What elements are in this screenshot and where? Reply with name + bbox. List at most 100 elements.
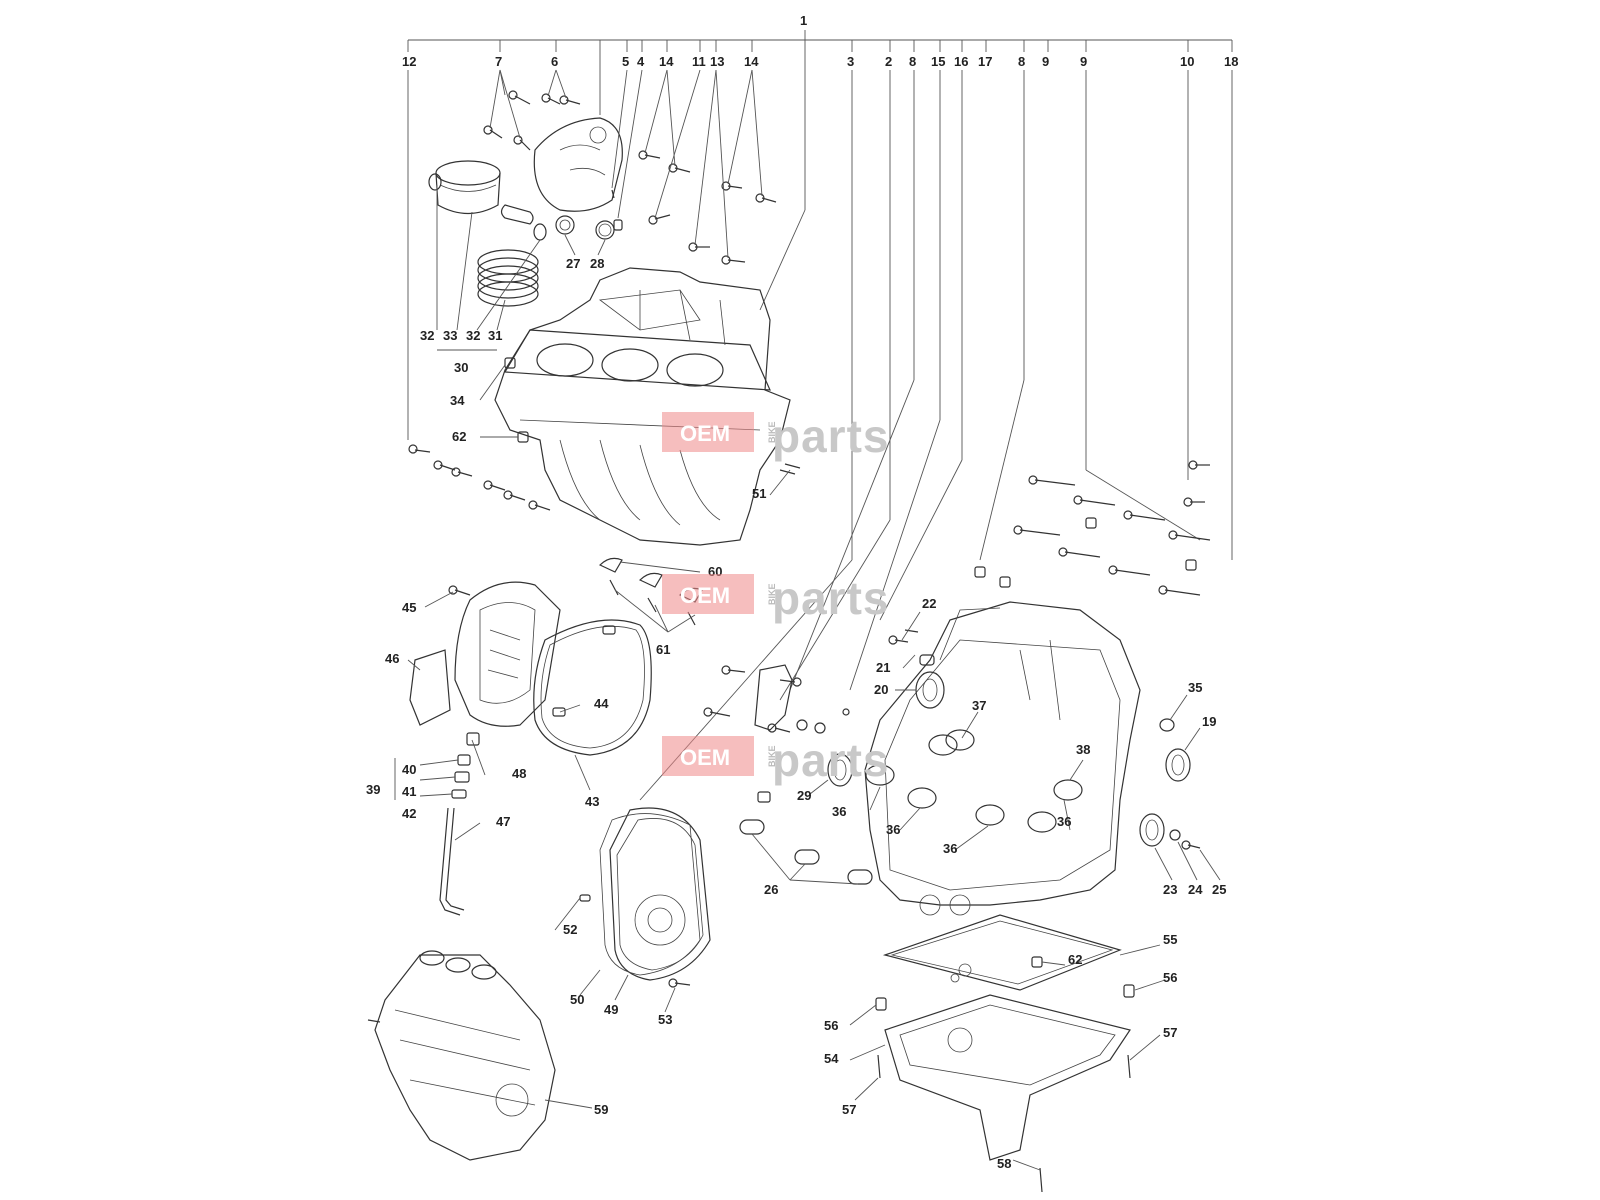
main-bearing-shells bbox=[865, 729, 1083, 833]
label-29: 29 bbox=[797, 788, 811, 803]
label-44: 44 bbox=[594, 696, 609, 711]
label-57b: 57 bbox=[842, 1102, 856, 1117]
watermark-parts: parts bbox=[772, 572, 889, 624]
label-36c: 36 bbox=[943, 841, 957, 856]
dipstick-assembly bbox=[439, 732, 480, 916]
label-4: 4 bbox=[637, 54, 645, 69]
cylinder-block bbox=[494, 267, 791, 546]
label-19: 19 bbox=[1202, 714, 1216, 729]
label-32b: 32 bbox=[466, 328, 480, 343]
label-36d: 36 bbox=[1057, 814, 1071, 829]
label-43: 43 bbox=[585, 794, 599, 809]
label-15: 15 bbox=[931, 54, 945, 69]
label-27: 27 bbox=[566, 256, 580, 271]
crankcase-bolts-right bbox=[974, 460, 1211, 596]
label-55: 55 bbox=[1163, 932, 1177, 947]
label-6: 6 bbox=[551, 54, 558, 69]
label-56a: 56 bbox=[1163, 970, 1177, 985]
o-rings-26 bbox=[739, 791, 873, 885]
watermark-oem: OEM bbox=[680, 421, 730, 446]
oil-pan-plug bbox=[1031, 956, 1043, 968]
label-8a: 8 bbox=[909, 54, 916, 69]
seal-rings bbox=[555, 215, 615, 240]
piston-pin bbox=[500, 204, 534, 225]
label-11: 11 bbox=[692, 54, 706, 69]
oil-seal-29 bbox=[827, 753, 853, 787]
center-bearing-cap bbox=[703, 664, 826, 734]
label-40: 40 bbox=[402, 762, 416, 777]
label-38: 38 bbox=[1076, 742, 1090, 757]
label-24: 24 bbox=[1188, 882, 1203, 897]
label-36a: 36 bbox=[832, 804, 846, 819]
label-14b: 14 bbox=[744, 54, 759, 69]
label-32a: 32 bbox=[420, 328, 434, 343]
label-31: 31 bbox=[488, 328, 502, 343]
side-bolts-left bbox=[408, 444, 551, 511]
watermark-2: OEM BIKE parts bbox=[662, 572, 889, 624]
label-7: 7 bbox=[495, 54, 502, 69]
label-3: 3 bbox=[847, 54, 854, 69]
label-14a: 14 bbox=[659, 54, 674, 69]
label-41: 41 bbox=[402, 784, 416, 799]
label-33: 33 bbox=[443, 328, 457, 343]
label-62b: 62 bbox=[1068, 952, 1082, 967]
label-9b: 9 bbox=[1080, 54, 1087, 69]
watermark-bike: BIKE bbox=[767, 745, 777, 767]
label-61: 61 bbox=[656, 642, 670, 657]
label-22: 22 bbox=[922, 596, 936, 611]
crankcase-right-parts bbox=[1139, 718, 1201, 850]
oil-pan-gasket bbox=[882, 914, 1122, 991]
oil-pan bbox=[875, 984, 1135, 1193]
label-36b: 36 bbox=[886, 822, 900, 837]
oil-jet-clips bbox=[598, 557, 703, 626]
label-51: 51 bbox=[752, 486, 766, 501]
clutch-cover bbox=[409, 581, 561, 727]
label-49: 49 bbox=[604, 1002, 618, 1017]
label-37: 37 bbox=[972, 698, 986, 713]
label-25: 25 bbox=[1212, 882, 1226, 897]
label-58: 58 bbox=[997, 1156, 1011, 1171]
label-34: 34 bbox=[450, 393, 465, 408]
seal-20-22 bbox=[842, 629, 945, 716]
clutch-cover-gasket bbox=[533, 619, 652, 756]
label-46: 46 bbox=[385, 651, 399, 666]
generator-cover bbox=[609, 807, 711, 981]
label-48: 48 bbox=[512, 766, 526, 781]
callout-leaders bbox=[394, 40, 1221, 1171]
label-21: 21 bbox=[876, 660, 890, 675]
label-18: 18 bbox=[1224, 54, 1238, 69]
lower-crankcase bbox=[864, 601, 1141, 916]
label-28: 28 bbox=[590, 256, 604, 271]
complete-engine bbox=[367, 950, 556, 1161]
upper-bolts bbox=[483, 90, 777, 265]
label-62a: 62 bbox=[452, 429, 466, 444]
watermark-parts: parts bbox=[772, 734, 889, 786]
watermark-3: OEM BIKE parts bbox=[662, 734, 889, 786]
label-42: 42 bbox=[402, 806, 416, 821]
label-23: 23 bbox=[1163, 882, 1177, 897]
piston bbox=[435, 160, 501, 214]
label-35: 35 bbox=[1188, 680, 1202, 695]
label-2: 2 bbox=[885, 54, 892, 69]
top-bracket bbox=[407, 30, 1233, 801]
callout-labels: 22 21 20 37 35 19 38 29 36 36 36 36 23 2… bbox=[366, 256, 1226, 1171]
top-labels: 1 12 7 6 5 4 14 11 13 14 3 2 8 15 16 17 … bbox=[402, 13, 1238, 69]
label-12: 12 bbox=[402, 54, 416, 69]
label-30: 30 bbox=[454, 360, 468, 375]
label-57a: 57 bbox=[1163, 1025, 1177, 1040]
clutch-bolt bbox=[448, 585, 471, 596]
label-10: 10 bbox=[1180, 54, 1194, 69]
label-50: 50 bbox=[570, 992, 584, 1007]
label-20: 20 bbox=[874, 682, 888, 697]
label-45: 45 bbox=[402, 600, 416, 615]
label-56b: 56 bbox=[824, 1018, 838, 1033]
label-13: 13 bbox=[710, 54, 724, 69]
label-1: 1 bbox=[800, 13, 807, 28]
generator-gasket bbox=[599, 813, 701, 976]
label-17: 17 bbox=[978, 54, 992, 69]
circlips bbox=[428, 173, 547, 241]
watermark-bike: BIKE bbox=[767, 421, 777, 443]
label-53: 53 bbox=[658, 1012, 672, 1027]
label-47: 47 bbox=[496, 814, 510, 829]
